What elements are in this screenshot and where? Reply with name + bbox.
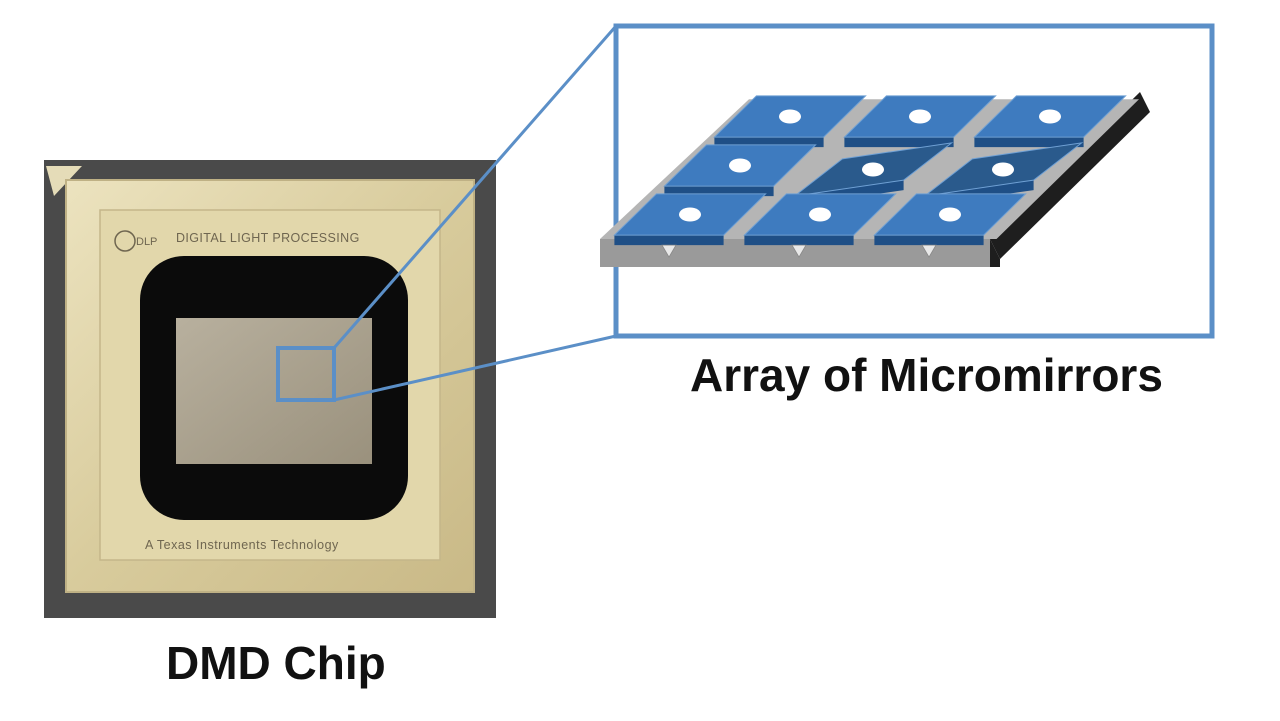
mirror-r1-c2-hinge-dot (909, 109, 931, 124)
mirror-r3-c3-post (921, 244, 937, 258)
zoom-line-bottom (333, 334, 617, 402)
dlp-logo-text: DLP (136, 236, 157, 248)
mirror-r2-c2-hinge-dot (862, 162, 884, 177)
mirror-r2-c1-hinge-dot (729, 158, 751, 173)
micromirror-array (600, 92, 1150, 267)
mirror-r1-c3-edge (974, 137, 1084, 148)
zoom-line-top (332, 25, 618, 349)
chip-caption: DMD Chip (166, 637, 386, 689)
mirror-r3-c3-hinge-dot (939, 207, 961, 222)
chip-brand-text: DIGITAL LIGHT PROCESSING (176, 231, 360, 245)
mirror-r1-c3-hinge-dot (1039, 109, 1061, 124)
chip-footer-text: A Texas Instruments Technology (145, 538, 339, 552)
dmd-chip: DLP DIGITAL LIGHT PROCESSING A Texas Ins… (44, 160, 496, 618)
mirror-r3-c2-edge (744, 235, 854, 246)
array-caption: Array of Micromirrors (690, 349, 1163, 401)
chip-corner-marker (46, 166, 82, 196)
zoom-source-box (276, 346, 336, 402)
mirror-r3-c2-hinge-dot (809, 207, 831, 222)
mirror-r3-c3-edge (874, 235, 984, 246)
substrate-front-right (990, 239, 1000, 267)
dlp-logo-circle-icon (114, 230, 136, 252)
substrate-front (600, 239, 990, 267)
substrate-right-side (990, 92, 1150, 259)
mirror-r1-c1-hinge-dot (779, 109, 801, 124)
mirror-r3-c2-post (791, 244, 807, 258)
mirror-r3-c1-edge (614, 235, 724, 246)
mirror-r2-c3-hinge-dot (992, 162, 1014, 177)
dlp-logo: DLP (114, 230, 157, 252)
mirror-r3-c1-post (661, 244, 677, 258)
mirror-r3-c1-hinge-dot (679, 207, 701, 222)
mirror-r1-c2-edge (844, 137, 954, 148)
